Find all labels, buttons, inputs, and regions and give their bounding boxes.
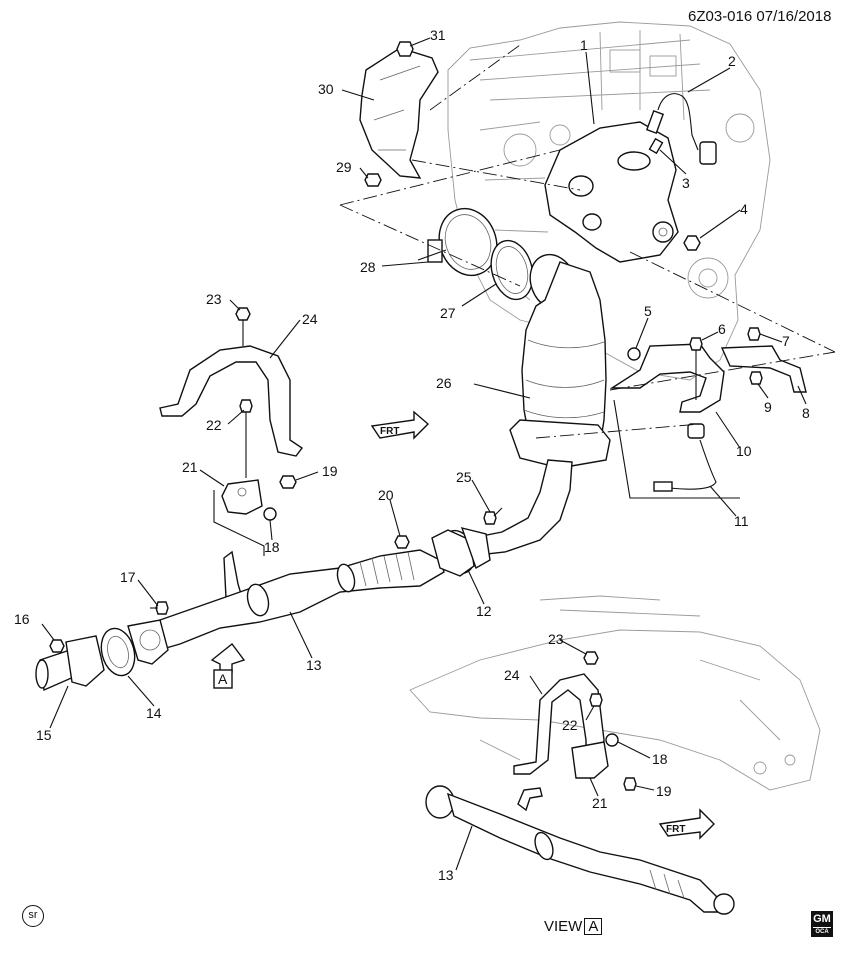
- part-11-downstream-oxygen-sensor: [653, 423, 717, 492]
- callout-view-a-24: 24: [504, 667, 520, 683]
- view-a-vehicle-underbody-outline: [409, 595, 821, 791]
- callout-4: 4: [740, 201, 748, 217]
- callout-view-a-21: 21: [592, 795, 608, 811]
- callout-17: 17: [120, 569, 136, 585]
- engine-block-outline: [447, 21, 771, 381]
- gm-logo-main: GM: [813, 913, 831, 925]
- callout-22: 22: [206, 417, 222, 433]
- part-2-upstream-oxygen-sensor: [645, 93, 717, 165]
- callout-13: 13: [306, 657, 322, 673]
- callout-view-a-13: 13: [438, 867, 454, 883]
- callout-30: 30: [318, 81, 334, 97]
- callout-view-a-22: 22: [562, 717, 578, 733]
- callout-29: 29: [336, 159, 352, 175]
- part-7-bolt: [747, 327, 761, 341]
- diagram-document-id: 6Z03-016 07/16/2018: [688, 8, 832, 25]
- callout-14: 14: [146, 705, 162, 721]
- part-9-bolt: [749, 371, 763, 385]
- part-13-front-exhaust-pipe: [159, 549, 445, 649]
- callout-9: 9: [764, 399, 772, 415]
- callout-26: 26: [436, 375, 452, 391]
- callout-2: 2: [728, 53, 736, 69]
- part-19-bolt: [279, 475, 297, 489]
- callout-21: 21: [182, 459, 198, 475]
- callout-1: 1: [580, 37, 588, 53]
- part-8-bracket: [720, 345, 807, 393]
- leader-lines: [41, 37, 807, 871]
- part-25-bolt: [483, 507, 503, 525]
- part-6-bolt: [689, 337, 703, 400]
- sr-badge: sr: [22, 905, 44, 927]
- view-caption-letter: A: [584, 918, 603, 935]
- view-a-insulator: [571, 651, 637, 791]
- gm-logo: GM OCA: [811, 911, 833, 937]
- part-16-nut: [49, 639, 65, 653]
- part-1-manifold-heat-shield: [544, 121, 679, 263]
- callout-20: 20: [378, 487, 394, 503]
- part-5-nut: [627, 347, 641, 361]
- part-24-hanger-bracket: [159, 345, 304, 457]
- callout-3: 3: [682, 175, 690, 191]
- part-15-exhaust-pipe-section: [35, 635, 105, 692]
- callout-labels: 1 2 3 4 5 6 7 8 9 10 11 12 13 14 15 16 1…: [14, 27, 810, 883]
- callout-7: 7: [782, 333, 790, 349]
- part-30-upper-heat-shield: [359, 41, 439, 187]
- callout-8: 8: [802, 405, 810, 421]
- part-20-nut: [394, 535, 410, 549]
- callout-24: 24: [302, 311, 318, 327]
- callout-25: 25: [456, 469, 472, 485]
- callout-27: 27: [440, 305, 456, 321]
- callout-11: 11: [734, 513, 749, 529]
- callout-view-a-23: 23: [548, 631, 564, 647]
- view-a-marker: A: [210, 643, 246, 689]
- callout-view-a-19: 19: [656, 783, 672, 799]
- callout-19: 19: [322, 463, 338, 479]
- callout-12: 12: [476, 603, 492, 619]
- frt-arrow-upper: FRT: [370, 410, 430, 440]
- part-12-gasket: [431, 527, 491, 577]
- callout-28: 28: [360, 259, 376, 275]
- svg-text:FRT: FRT: [380, 426, 399, 437]
- part-26-catalytic-converter: [469, 253, 611, 557]
- callout-10: 10: [736, 443, 752, 459]
- part-17-bolt: [150, 601, 169, 615]
- callout-23: 23: [206, 291, 222, 307]
- part-28-clamp: [417, 207, 498, 277]
- callout-15: 15: [36, 727, 52, 743]
- part-18-nut: [263, 507, 277, 521]
- callout-view-a-18: 18: [652, 751, 668, 767]
- part-14-gasket: [100, 619, 169, 677]
- relationship-lines: [339, 44, 836, 499]
- svg-text:FRT: FRT: [666, 824, 685, 835]
- part-4-nut: [683, 235, 701, 251]
- view-caption-prefix: VIEW: [544, 918, 583, 935]
- part-21-insulator: [213, 479, 265, 556]
- gm-logo-sub: OCA: [813, 927, 831, 936]
- part-23-nut: [235, 307, 251, 346]
- callout-16: 16: [14, 611, 30, 627]
- svg-text:A: A: [218, 671, 228, 687]
- callout-31: 31: [430, 27, 446, 43]
- callout-6: 6: [718, 321, 726, 337]
- callout-5: 5: [644, 303, 652, 319]
- view-a-front-exhaust-pipe: [425, 785, 735, 915]
- frt-arrow-view-a: FRT: [658, 808, 715, 840]
- callout-18: 18: [264, 539, 280, 555]
- part-27-gasket: [490, 239, 534, 301]
- part-22-bolt: [239, 399, 253, 478]
